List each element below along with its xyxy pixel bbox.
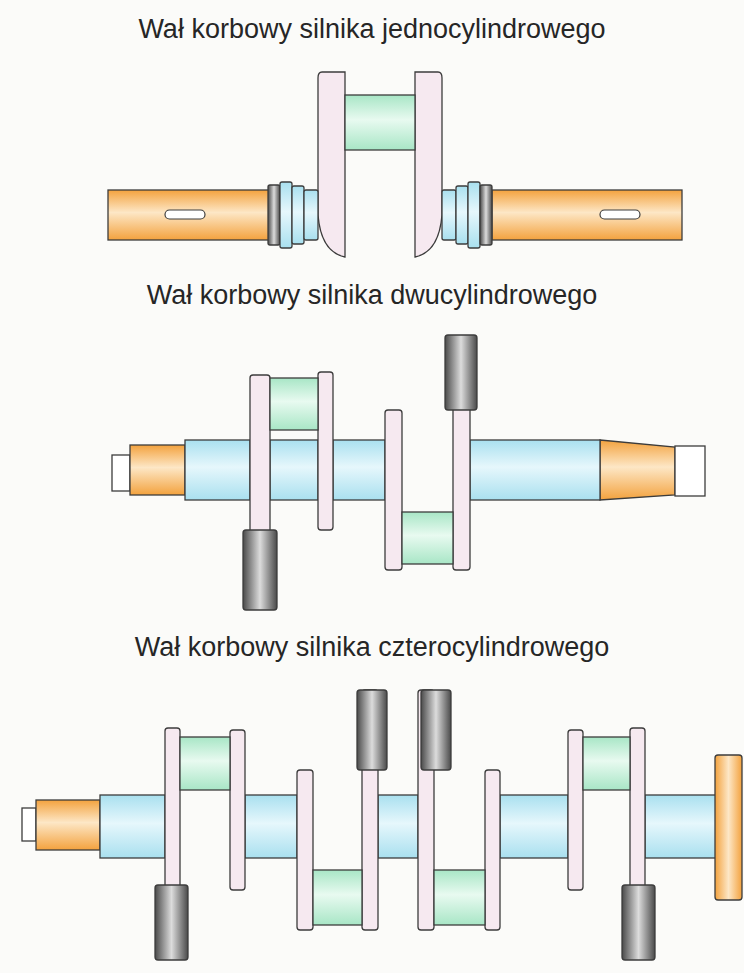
counterweight [480, 185, 492, 245]
crankpin [345, 95, 415, 150]
flywheel-flange [715, 755, 742, 900]
main-journal [333, 440, 385, 500]
crank-web [165, 728, 180, 900]
shaft-taper [600, 440, 675, 500]
crank-web [297, 770, 313, 930]
main-journal [456, 186, 468, 244]
crank-web [415, 72, 442, 257]
shaft-end [36, 800, 100, 850]
shaft-end [130, 445, 185, 495]
main-journal [470, 440, 600, 500]
crankpin [583, 737, 630, 790]
counterweight [421, 690, 451, 770]
main-journal [270, 440, 318, 500]
crank-web [630, 728, 645, 900]
shaft-stub [22, 808, 36, 841]
main-journal [100, 795, 165, 858]
crankpin [434, 870, 485, 925]
heading-label: Wał korbowy silnika czterocylindrowego [135, 632, 610, 663]
counterweight [357, 690, 387, 770]
crank-web [318, 372, 333, 530]
counterweight [622, 885, 655, 960]
main-journal [468, 182, 480, 248]
heading-label: Wał korbowy silnika jednocylindrowego [138, 14, 605, 45]
shaft-end [492, 190, 682, 240]
main-journal [280, 182, 292, 248]
counterweight [243, 530, 277, 610]
crank-web [385, 410, 402, 570]
crankshaft-parts [22, 72, 742, 960]
main-journal [442, 190, 456, 240]
crank-web [453, 390, 470, 570]
shaft-stub [675, 446, 705, 496]
shaft-stub [112, 455, 130, 491]
crankpin [402, 512, 453, 564]
shaft-end [108, 190, 270, 240]
main-journal [645, 795, 717, 858]
main-journal [292, 186, 304, 244]
crank-web [485, 770, 500, 930]
crank-web [230, 730, 245, 890]
counterweight [445, 335, 477, 410]
crankpin [180, 737, 230, 790]
main-journal [245, 795, 297, 858]
counterweight [155, 885, 188, 960]
crankpin [270, 378, 318, 430]
crank-web [568, 730, 583, 890]
crank-web [318, 72, 345, 257]
crankpin [313, 870, 362, 925]
keyway-slot [165, 210, 205, 219]
main-journal [378, 795, 418, 858]
main-journal [185, 440, 250, 500]
main-journal [500, 795, 568, 858]
counterweight [268, 185, 280, 245]
keyway-slot [600, 210, 640, 219]
heading-label: Wał korbowy silnika dwucylindrowego [147, 280, 598, 311]
main-journal [304, 190, 318, 240]
